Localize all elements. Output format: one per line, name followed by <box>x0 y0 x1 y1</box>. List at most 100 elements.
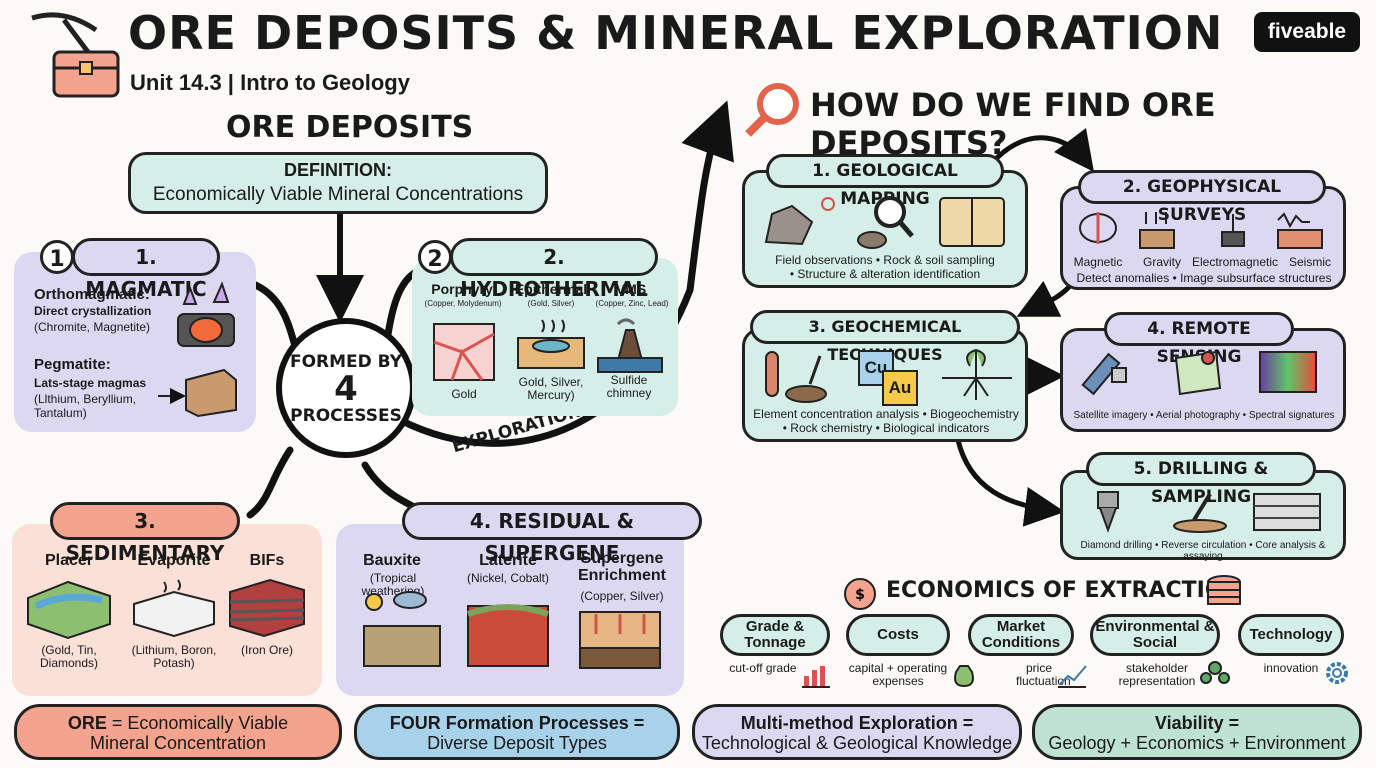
stakeholders-icon <box>1200 661 1230 684</box>
definition-box: DEFINITION: Economically Viable Mineral … <box>128 152 548 214</box>
pegmatite-examples: (Llthium, Beryllium, Tantalum) <box>34 392 137 420</box>
laterite-examples: (Nickel, Cobalt) <box>466 571 550 585</box>
evaporite-salt-icon <box>133 579 215 638</box>
supergene-name: Supergene Enrichment <box>577 550 666 584</box>
brand-logo[interactable]: fiveable <box>1254 12 1360 52</box>
hub-line1: FORMED BY <box>289 352 403 372</box>
bar-chart-icon <box>802 666 830 688</box>
summary-processes-line2: Diverse Deposit Types <box>427 733 607 753</box>
orthomagmatic-desc: Direct crystallization <box>34 304 152 318</box>
summary-exploration: Multi-method Exploration = Technological… <box>692 704 1022 760</box>
magmatic-number: 1 <box>40 240 74 274</box>
drilling-line: Diamond drilling • Reverse circulation •… <box>1080 540 1326 562</box>
drill-core-icons <box>1097 491 1321 533</box>
geophysics-icons <box>1079 212 1323 249</box>
plant-roots-icon <box>942 349 1012 400</box>
definition-text: Economically Viable Mineral Concentratio… <box>152 184 524 205</box>
vms-chimney-icon <box>597 318 663 373</box>
orthomagmatic-title: Orthomagmatic: <box>34 286 150 303</box>
hub-number: 4 <box>334 369 358 409</box>
remote-sensing-title: 4. REMOTE SENSING <box>1104 312 1294 367</box>
summary-exploration-line2: Technological & Geological Knowledge <box>701 733 1013 753</box>
epithermal-caption: Gold, Silver, Mercury) <box>518 375 584 403</box>
bifs-bands-icon <box>229 578 305 638</box>
orthomagmatic-examples: (Chromite, Magnetite) <box>34 320 151 334</box>
epithermal-hotspring-icon <box>517 319 585 369</box>
market-note: price fluctuation <box>1016 661 1071 689</box>
geological-mapping-title: 1. GEOLOGICAL MAPPING <box>766 154 1004 209</box>
pegmatite-title: Pegmatite: <box>34 356 111 373</box>
gravity-label: Gravity <box>1142 255 1181 269</box>
coins-icon: $ <box>844 578 876 610</box>
definition-title: DEFINITION: <box>284 160 392 180</box>
summary-exploration-bold: Multi-method Exploration = <box>740 713 974 733</box>
magnifier-icon <box>745 83 799 137</box>
find-heading: HOW DO WE FIND ORE DEPOSITS? <box>810 86 1216 162</box>
formed-by-hub: FORMED BY 4 PROCESSES <box>276 318 416 458</box>
hydrothermal-title: 2. HYDROTHERMAL <box>450 238 658 301</box>
summary-viability-line2: Geology + Economics + Environment <box>1048 733 1346 753</box>
epithermal-name: Epithermal <box>514 281 588 297</box>
epithermal-examples: (Gold, Silver) <box>527 299 575 308</box>
summary-ore-line2: Mineral Concentration <box>89 733 267 753</box>
gear-icon <box>1326 662 1348 684</box>
geophysical-line: Detect anomalies • Image subsurface stru… <box>1076 271 1332 285</box>
placer-river-icon <box>27 580 111 640</box>
supergene-examples: (Copper, Silver) <box>580 589 664 603</box>
geophysical-title: 2. GEOPHYSICAL SURVEYS <box>1078 170 1326 225</box>
satellite-map-spectral-icons <box>1081 350 1317 396</box>
costs-note: capital + operating expenses <box>848 661 948 689</box>
sedimentary-title: 3. SEDIMENTARY <box>50 502 240 565</box>
porphyry-vein-icon <box>433 323 495 381</box>
bauxite-weather-icon <box>363 591 441 667</box>
trend-line-icon <box>1058 665 1087 688</box>
mapping-line1: Field observations • Rock & soil samplin… <box>775 253 995 267</box>
summary-viability-bold: Viability = <box>1154 713 1240 733</box>
bifs-examples: (Iron Ore) <box>240 643 293 657</box>
laterite-name: Laterite <box>479 552 537 569</box>
grade-note: cut-off grade <box>729 661 797 675</box>
magmatic-title: 1. MAGMATIC <box>72 238 220 301</box>
residual-title: 4. RESIDUAL & SUPERGENE <box>402 502 702 565</box>
porphyry-caption: Gold <box>451 387 477 401</box>
svg-text:$: $ <box>855 587 865 603</box>
electromagnetic-label: Electromagnetic <box>1191 255 1279 269</box>
summary-ore-rest: = Economically Viable <box>106 713 289 733</box>
porphyry-examples: (Copper, Molydenum) <box>424 299 502 308</box>
remote-sensing-line: Satellite imagery • Aerial photography •… <box>1073 410 1335 421</box>
supergene-enrichment-icon <box>579 611 661 669</box>
mapping-line2: • Structure & alteration identification <box>789 267 981 281</box>
vms-examples: (Copper, Zinc, Lead) <box>595 299 669 308</box>
environmental-social-pill: Environmental & Social <box>1090 614 1220 656</box>
technology-note: innovation <box>1263 661 1319 675</box>
cu-element-tile: Cu <box>858 350 894 386</box>
costs-pill: Costs <box>846 614 950 656</box>
summary-viability: Viability = Geology + Economics + Enviro… <box>1032 704 1362 760</box>
economics-heading: ECONOMICS OF EXTRACTION <box>886 578 1242 603</box>
rock-pin-icon <box>764 196 1005 249</box>
summary-ore: ORE = Economically Viable Mineral Concen… <box>14 704 342 760</box>
coin-stack-icon <box>1207 575 1241 605</box>
seismic-label: Seismic <box>1288 255 1331 269</box>
laterite-soil-icon <box>467 604 549 667</box>
bifs-name: BIFs <box>249 552 285 569</box>
au-element-tile: Au <box>882 370 918 406</box>
placer-examples: (Gold, Tin, Diamonds) <box>39 643 99 671</box>
drilling-title: 5. DRILLING & SAMPLING <box>1086 452 1316 507</box>
market-conditions-pill: Market Conditions <box>968 614 1074 656</box>
money-bag-icon <box>954 665 974 688</box>
pickaxe-chest-icon <box>31 12 120 98</box>
grade-tonnage-pill: Grade & Tonnage <box>720 614 830 656</box>
porphyry-name: Porphyry <box>431 281 493 297</box>
page-subtitle: Unit 14.3 | Intro to Geology <box>130 70 410 95</box>
pegmatite-desc: Lats-stage magmas <box>34 376 147 390</box>
environmental-note: stakeholder representation <box>1118 661 1196 689</box>
geochemical-title: 3. GEOCHEMICAL TECHNIQUES <box>750 310 1020 364</box>
hub-line3: PROCESSES <box>290 406 402 426</box>
summary-processes: FOUR Formation Processes = Diverse Depos… <box>354 704 680 760</box>
technology-pill: Technology <box>1238 614 1344 656</box>
bauxite-name: Bauxite <box>363 552 421 569</box>
vms-name: VMS <box>615 281 647 297</box>
geochemical-line2: • Rock chemistry • Biological indicators <box>782 421 990 435</box>
vms-caption: Sulfide chimney <box>606 373 652 401</box>
